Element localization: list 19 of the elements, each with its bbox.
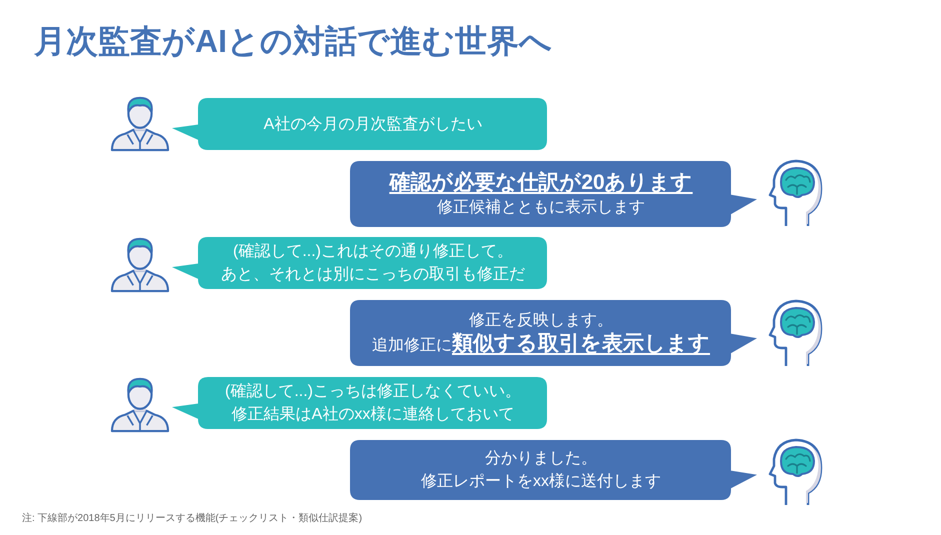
- speech-bubble: [172, 237, 547, 289]
- message-text: A社の今月の月次監査がしたい: [264, 114, 482, 134]
- footnote: 注: 下線部が2018年5月にリリースする機能(チェックリスト・類似仕訳提案): [22, 512, 362, 526]
- message-text: (確認して...)これはその通り修正して。: [233, 242, 513, 262]
- message-text: (確認して...)こっちは修正しなくていい。: [225, 382, 521, 402]
- message-heading: 確認が必要な仕訳が20あります: [389, 170, 693, 196]
- message-text: 修正を反映します。: [469, 310, 613, 331]
- speech-bubble: [350, 440, 757, 500]
- message-text: 追加修正に類似する取引を表示します: [372, 332, 710, 357]
- message-text: 修正結果はA社のxx様に連絡しておいて: [232, 404, 514, 425]
- speech-bubble: [172, 98, 547, 150]
- message-text: 修正候補とともに表示します: [437, 198, 645, 218]
- slide-title: 月次監査がAIとの対話で進む世界へ: [34, 22, 552, 61]
- message-text: 分かりました。: [485, 449, 597, 469]
- message-text: あと、それとは別にこっちの取引も修正だ: [221, 265, 525, 285]
- speech-bubble: [350, 300, 757, 366]
- speech-bubble: [172, 377, 547, 429]
- message-text: 修正レポートをxx様に送付します: [421, 472, 661, 492]
- speech-bubble: [350, 161, 757, 227]
